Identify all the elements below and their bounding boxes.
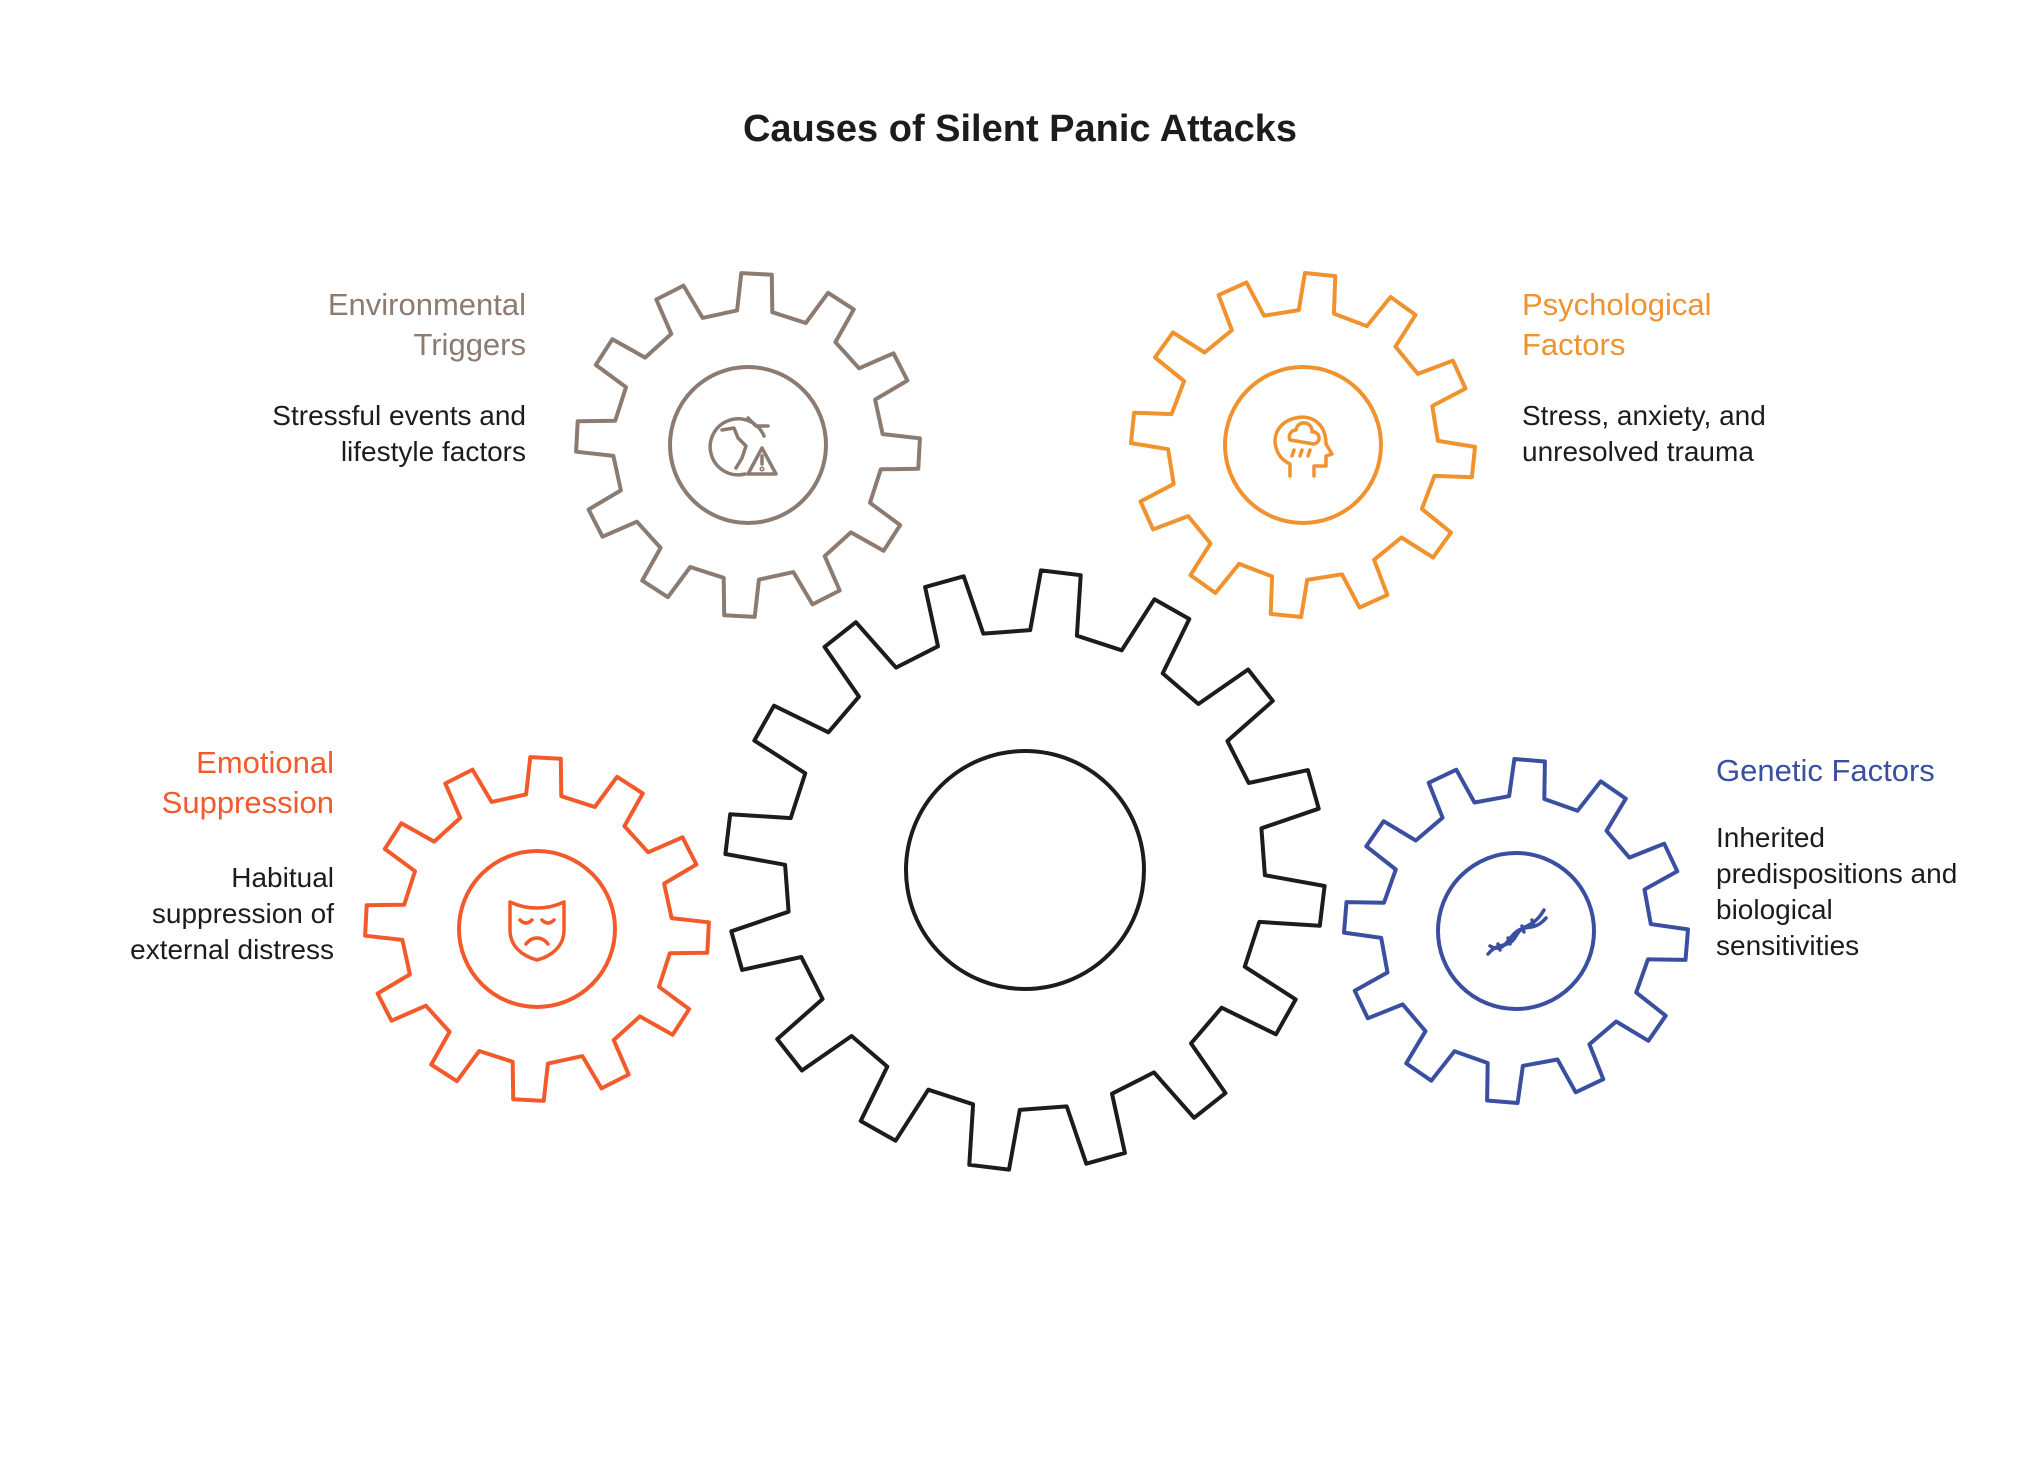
globe-warning-icon [708,416,778,477]
central-gear-hub [904,749,1146,991]
gear-environmental [574,271,922,619]
gear-psychological-outline [1129,271,1477,619]
environmental-description: Stressful events and lifestyle factors [200,398,526,470]
sad-mask-icon [508,900,566,962]
gear-psychological-hub [1223,365,1383,525]
gear-emotional [363,755,711,1103]
environmental-title-line1: Environmental [327,287,526,322]
central-gear [723,568,1327,1172]
environmental-desc-line1: Stressful events and [272,400,526,431]
gear-genetic-hub [1436,851,1596,1011]
gear-genetic [1342,757,1690,1105]
psychological-description: Stress, anxiety, and unresolved trauma [1522,398,1862,470]
psychological-title-line1: Psychological [1522,287,1712,322]
psychological-title-line2: Factors [1522,327,1626,362]
psychological-title: Psychological Factors [1522,285,1842,365]
emotional-desc-line2: suppression of [151,898,334,929]
central-gear-outline [723,568,1327,1172]
emotional-desc-line1: Habitual [231,862,334,893]
environmental-title-line2: Triggers [413,327,526,362]
gear-environmental-hub [668,365,828,525]
genetic-desc-line2: predispositions and [1716,858,1958,889]
genetic-desc-line4: sensitivities [1716,930,1860,961]
genetic-desc-line3: biological [1716,894,1833,925]
environmental-desc-line2: lifestyle factors [340,436,526,467]
page-title: Causes of Silent Panic Attacks [742,108,1297,150]
genetic-title-line1: Genetic Factors [1716,753,1935,788]
genetic-description: Inherited predispositions and biological… [1716,820,2016,964]
gear-psychological [1129,271,1477,619]
dna-icon [1486,908,1548,956]
environmental-title: Environmental Triggers [250,285,526,365]
genetic-title: Genetic Factors [1716,751,2016,791]
emotional-description: Habitual suppression of external distres… [60,860,334,968]
gear-emotional-hub [457,849,617,1009]
gear-genetic-outline [1342,757,1690,1105]
genetic-desc-line1: Inherited [1716,822,1825,853]
gear-environmental-outline [574,271,922,619]
emotional-title: Emotional Suppression [90,743,334,823]
emotional-title-line2: Suppression [161,785,334,820]
emotional-title-line1: Emotional [196,745,334,780]
psychological-desc-line1: Stress, anxiety, and [1522,400,1766,431]
emotional-desc-line3: external distress [130,934,334,965]
gear-emotional-outline [363,755,711,1103]
psychological-desc-line2: unresolved trauma [1522,436,1754,467]
head-raincloud-icon [1273,415,1334,478]
